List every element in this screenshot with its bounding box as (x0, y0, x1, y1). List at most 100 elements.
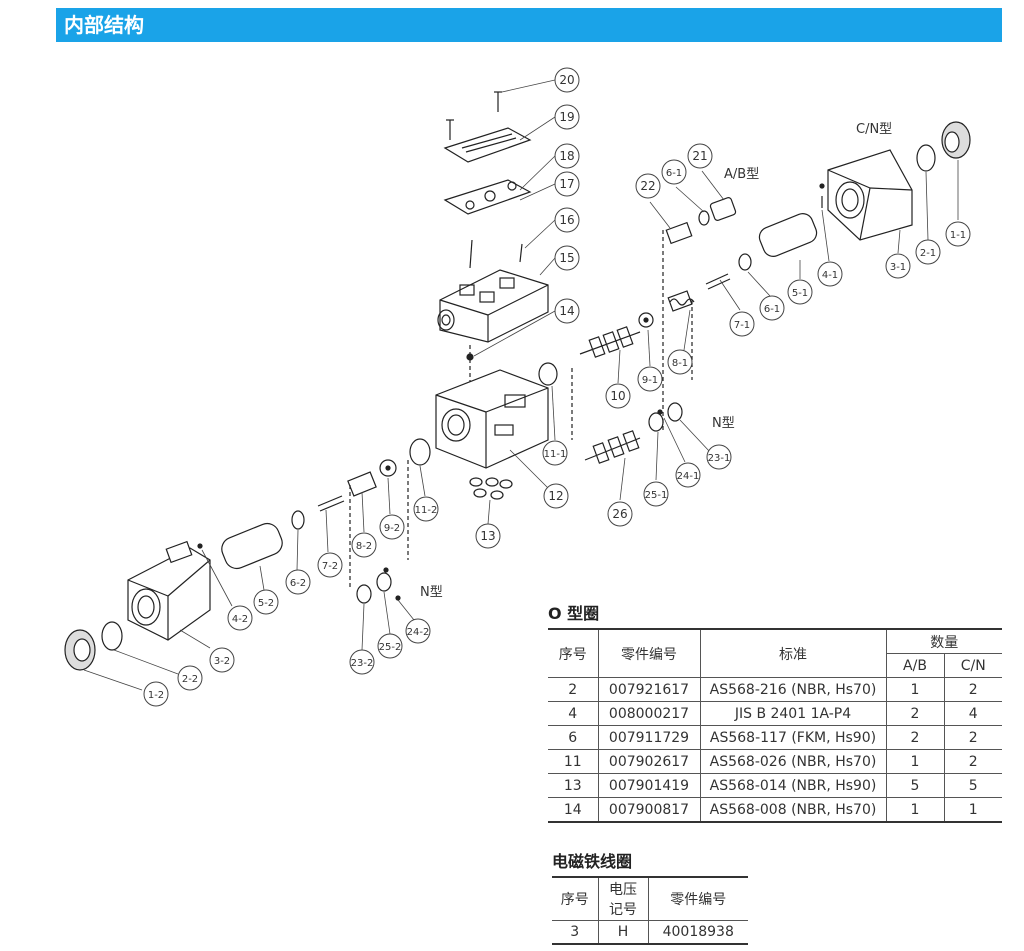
svg-text:21: 21 (692, 149, 707, 163)
callout-2-2: 2-2 (177, 665, 203, 691)
svg-text:26: 26 (612, 507, 627, 521)
callout-21: 21 (687, 143, 713, 169)
callout-4-1: 4-1 (817, 261, 843, 287)
svg-text:11-2: 11-2 (415, 505, 438, 516)
col-cn: C/N (943, 653, 1002, 678)
callout-8-1: 8-1 (667, 349, 693, 375)
svg-text:15: 15 (559, 251, 574, 265)
callout-6-1-mid: 6-1 (759, 295, 785, 321)
svg-text:23-2: 23-2 (351, 658, 374, 669)
callout-12: 12 (543, 483, 569, 509)
callout-16: 16 (554, 207, 580, 233)
callout-5-1: 5-1 (787, 279, 813, 305)
section-header: 内部结构 (56, 8, 1002, 42)
callout-15: 15 (554, 245, 580, 271)
svg-text:11-1: 11-1 (544, 449, 567, 460)
svg-text:7-1: 7-1 (734, 320, 750, 331)
callout-2-1: 2-1 (915, 239, 941, 265)
callout-5-2: 5-2 (253, 589, 279, 615)
callout-6-2: 6-2 (285, 569, 311, 595)
svg-text:22: 22 (640, 179, 655, 193)
callout-8-2: 8-2 (351, 532, 377, 558)
svg-text:16: 16 (559, 213, 574, 227)
coil-section-title: 电磁铁线圈 (552, 852, 633, 871)
col-std: 标准 (699, 628, 887, 678)
svg-text:20: 20 (559, 73, 574, 87)
svg-text:1-1: 1-1 (950, 230, 966, 241)
svg-text:3-1: 3-1 (890, 262, 906, 273)
svg-text:13: 13 (480, 529, 495, 543)
svg-text:1-2: 1-2 (148, 690, 164, 701)
svg-text:2-2: 2-2 (182, 674, 198, 685)
label-cn-type: C/N型 (856, 122, 892, 137)
callout-9-1: 9-1 (637, 366, 663, 392)
callout-11-1: 11-1 (542, 440, 568, 466)
svg-text:4-1: 4-1 (822, 270, 838, 281)
col-voltage-code: 电压记号 (597, 876, 649, 921)
svg-text:24-1: 24-1 (677, 471, 700, 482)
callout-13: 13 (475, 523, 501, 549)
svg-text:23-1: 23-1 (708, 453, 731, 464)
callout-11-2: 11-2 (413, 496, 439, 522)
svg-text:7-2: 7-2 (322, 561, 338, 572)
col-part: 零件编号 (597, 628, 701, 678)
svg-text:2-1: 2-1 (920, 248, 936, 259)
svg-text:12: 12 (548, 489, 563, 503)
callout-3-2: 3-2 (209, 647, 235, 673)
callout-23-1: 23-1 (706, 444, 732, 470)
svg-text:18: 18 (559, 149, 574, 163)
callout-10: 10 (605, 383, 631, 409)
callout-9-2: 9-2 (379, 514, 405, 540)
svg-text:25-2: 25-2 (379, 642, 402, 653)
col-qty: 数量 (885, 628, 1002, 654)
callout-1-2: 1-2 (143, 681, 169, 707)
callout-23-2: 23-2 (349, 649, 375, 675)
svg-text:25-1: 25-1 (645, 490, 668, 501)
callout-24-1: 24-1 (675, 462, 701, 488)
label-n-type-right: N型 (712, 416, 735, 431)
col-ab: A/B (886, 653, 945, 678)
callout-7-2: 7-2 (317, 552, 343, 578)
callout-14: 14 (554, 298, 580, 324)
callout-20: 20 (554, 67, 580, 93)
svg-text:6-1: 6-1 (666, 168, 682, 179)
callout-18: 18 (554, 143, 580, 169)
svg-text:6-1: 6-1 (764, 304, 780, 315)
callout-1-1: 1-1 (945, 221, 971, 247)
callout-22: 22 (635, 173, 661, 199)
callout-25-2: 25-2 (377, 633, 403, 659)
callout-25-1: 25-1 (643, 481, 669, 507)
svg-text:17: 17 (559, 177, 574, 191)
svg-text:5-1: 5-1 (792, 288, 808, 299)
svg-text:9-1: 9-1 (642, 375, 658, 386)
svg-text:14: 14 (559, 304, 574, 318)
callout-26: 26 (607, 501, 633, 527)
callout-24-2: 24-2 (405, 618, 431, 644)
callout-19: 19 (554, 104, 580, 130)
oring-section-title: O 型圈 (548, 604, 600, 623)
svg-text:6-2: 6-2 (290, 578, 306, 589)
svg-text:4-2: 4-2 (232, 614, 248, 625)
svg-text:10: 10 (610, 389, 625, 403)
svg-text:24-2: 24-2 (407, 627, 430, 638)
callout-4-2: 4-2 (227, 605, 253, 631)
col-seq: 序号 (548, 628, 599, 678)
svg-text:8-1: 8-1 (672, 358, 688, 369)
callout-7-1: 7-1 (729, 311, 755, 337)
col-part: 零件编号 (647, 876, 748, 921)
callout-17: 17 (554, 171, 580, 197)
col-seq: 序号 (552, 876, 599, 921)
label-n-type-left: N型 (420, 585, 443, 600)
svg-text:3-2: 3-2 (214, 656, 230, 667)
label-ab-type: A/B型 (724, 167, 759, 182)
callout-6-1-top: 6-1 (661, 159, 687, 185)
svg-text:5-2: 5-2 (258, 598, 274, 609)
